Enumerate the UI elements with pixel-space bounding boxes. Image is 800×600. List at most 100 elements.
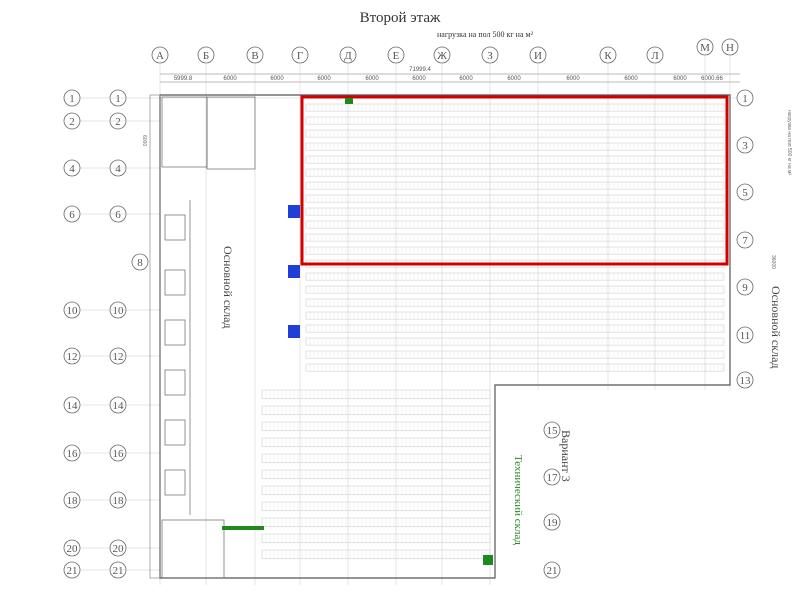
rack-row <box>305 142 725 151</box>
row-axes-tech: 15 17 19 21 <box>543 421 561 579</box>
axis-row-label: 12 <box>67 351 78 363</box>
lower-rack-area <box>261 389 491 560</box>
axis-row-label: 16 <box>113 448 125 460</box>
dim-span: 6000.66 <box>701 76 723 82</box>
axis-col-label: М <box>700 42 710 54</box>
axis-row-tech-17: 17 <box>543 468 561 486</box>
rack-row <box>305 298 725 307</box>
axis-row-label: 5 <box>742 187 748 199</box>
axis-row-label: 1 <box>742 93 748 105</box>
axis-row-label: 21 <box>113 565 124 577</box>
row-axes-right: 1 3 5 7 9 11 13 <box>736 89 754 389</box>
dim-span: 6000 <box>270 76 284 82</box>
axis-row-label: 14 <box>113 400 125 412</box>
rack-row <box>305 116 725 125</box>
axis-row-label: 9 <box>742 282 748 294</box>
dim-span: 6000 <box>412 76 426 82</box>
axis-col-label: Г <box>297 50 303 62</box>
axis-row-right-13: 13 <box>736 371 754 389</box>
rack-row <box>305 181 725 190</box>
rack-row <box>261 485 491 496</box>
axis-row-label: 11 <box>740 330 751 342</box>
axis-col-label: К <box>604 50 612 62</box>
axis-row-label: 3 <box>742 140 748 152</box>
left-service-strip <box>161 96 256 579</box>
rack-row <box>305 207 725 216</box>
rack-row <box>261 501 491 512</box>
axis-row-8-inner: 8 <box>131 253 149 271</box>
axis-col-i: И <box>529 46 547 64</box>
green-markers <box>222 98 493 565</box>
axis-row-right-9: 9 <box>736 278 754 296</box>
zone-label-variant: Вариант 3 <box>559 430 573 482</box>
axis-row-right-1: 1 <box>736 89 754 107</box>
load-note: нагрузка на пол 500 кг на м² <box>437 30 533 39</box>
axis-col-zh: Ж <box>433 46 451 64</box>
axis-col-label: Ж <box>437 50 447 62</box>
axis-row-2-outer: 2 <box>63 112 81 130</box>
axis-row-right-3: 3 <box>736 136 754 154</box>
axis-row-6-outer: 6 <box>63 205 81 223</box>
axis-row-label: 19 <box>547 517 559 529</box>
axis-row-label: 1 <box>115 93 121 105</box>
rack-row <box>305 272 725 281</box>
row-axes-left: 1 2 4 6 10 12 14 16 18 20 21 1 2 4 6 8 1… <box>63 89 149 579</box>
axis-col-z: З <box>481 46 499 64</box>
dim-span: 5999.8 <box>174 76 193 82</box>
axis-row-label: 2 <box>69 116 75 128</box>
rack-row <box>305 168 725 177</box>
axis-row-label: 6 <box>69 209 75 221</box>
rack-row <box>261 517 491 528</box>
left-dimension: 6000 <box>141 135 147 146</box>
rack-row <box>305 155 725 164</box>
rack-row <box>305 233 725 242</box>
axis-row-label: 16 <box>67 448 79 460</box>
axis-row-label: 20 <box>113 543 125 555</box>
rack-row <box>305 103 725 112</box>
axis-row-label: 18 <box>113 495 125 507</box>
dim-span: 6000 <box>566 76 580 82</box>
axis-col-b: Б <box>197 46 215 64</box>
axis-row-label: 10 <box>67 305 79 317</box>
dim-span: 6000 <box>673 76 687 82</box>
axis-row-4-outer: 4 <box>63 159 81 177</box>
dim-span: 6000 <box>365 76 379 82</box>
rack-row <box>305 324 725 333</box>
rack-row <box>305 337 725 346</box>
zone-label-tech: Технический склад <box>512 455 524 545</box>
rack-row <box>305 220 725 229</box>
axis-row-label: 21 <box>67 565 78 577</box>
axis-row-18-outer: 18 <box>63 491 81 509</box>
dim-span: 6000 <box>459 76 473 82</box>
axis-row-label: 4 <box>115 163 121 175</box>
axis-row-label: 4 <box>69 163 75 175</box>
axis-row-label: 7 <box>742 235 748 247</box>
rack-row <box>305 285 725 294</box>
axis-col-label: Е <box>393 50 400 62</box>
axis-row-label: 20 <box>67 543 79 555</box>
axis-col-label: Л <box>651 50 659 62</box>
axis-col-g: Г <box>291 46 309 64</box>
axis-col-label: Д <box>344 50 352 62</box>
axis-row-10-outer: 10 <box>63 301 81 319</box>
axis-row-label: 14 <box>67 400 79 412</box>
column-axes: А Б В Г Д Е Ж З И К Л М Н <box>151 38 739 64</box>
axis-row-label: 12 <box>113 351 124 363</box>
axis-row-label: 15 <box>547 425 559 437</box>
axis-col-a: А <box>151 46 169 64</box>
rack-row <box>261 405 491 416</box>
axis-row-tech-21: 21 <box>543 561 561 579</box>
axis-row-1-outer: 1 <box>63 89 81 107</box>
axis-col-label: И <box>534 50 542 62</box>
axis-row-label: 18 <box>67 495 79 507</box>
axis-row-right-5: 5 <box>736 183 754 201</box>
axis-col-label: Б <box>203 50 209 62</box>
axis-col-v: В <box>246 46 264 64</box>
axis-col-label: З <box>487 50 493 62</box>
rack-row <box>261 549 491 560</box>
rack-row <box>305 194 725 203</box>
rack-row <box>261 389 491 400</box>
axis-row-label: 6 <box>115 209 121 221</box>
rack-row <box>305 246 725 255</box>
